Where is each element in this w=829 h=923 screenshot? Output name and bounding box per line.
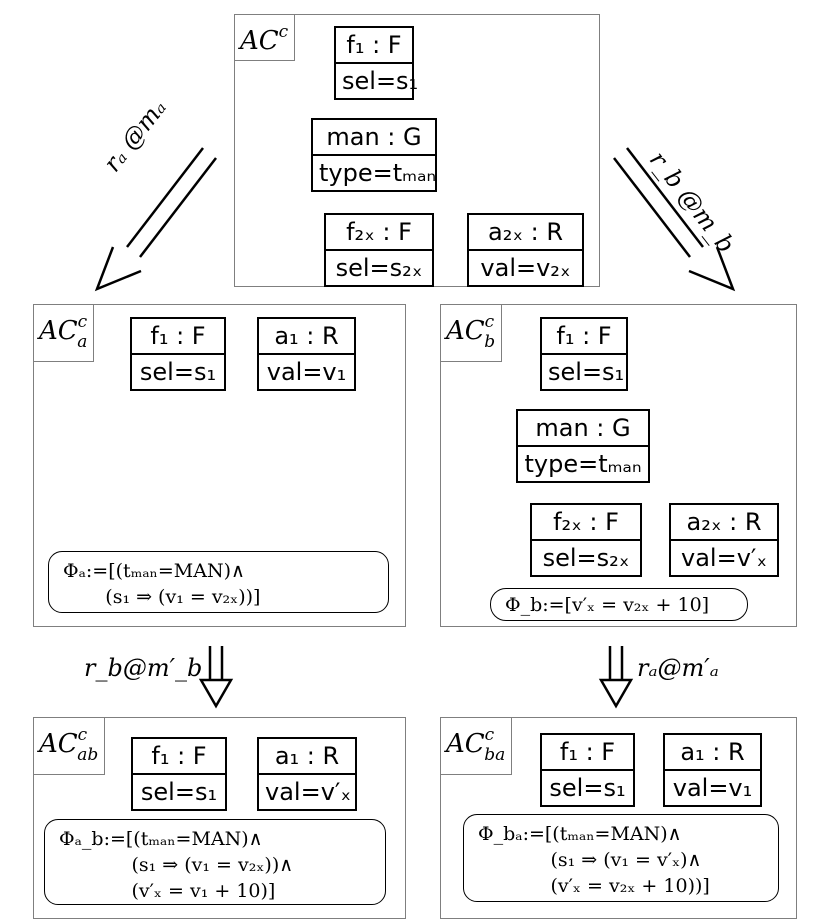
- panel-title: ACc: [235, 15, 296, 61]
- node-header: f₁ : F: [542, 735, 633, 771]
- label-ra-ma: rₐ @mₐ: [98, 93, 172, 178]
- rule-arrow-rb-mb-prime: [198, 646, 234, 709]
- panel-title: ACcb: [441, 305, 503, 362]
- node-attribute: val=v′ₓ: [681, 544, 767, 572]
- node-man-b: man : G type=tₘₐₙ: [516, 409, 650, 483]
- condition-phi-ab: Φₐ_b:=[(tₘₐₙ=MAN)∧ (s₁ ⇒ (v₁ = v₂ₓ))∧ (v…: [44, 819, 386, 905]
- node-attribute: val=v′ₓ: [265, 778, 351, 806]
- node-attribute: val=v₁: [672, 774, 753, 802]
- panel-title: ACcba: [441, 718, 513, 775]
- node-f1-ab: f₁ : F sel=s₁: [131, 737, 227, 811]
- node-header: f₂ₓ : F: [532, 505, 640, 541]
- node-f1-a: f₁ : F sel=s₁: [130, 317, 226, 391]
- node-a1-a: a₁ : R val=v₁: [257, 317, 356, 391]
- node-header: a₂ₓ : R: [469, 215, 582, 251]
- condition-phi-ba: Φ_bₐ:=[(tₘₐₙ=MAN)∧ (s₁ ⇒ (v₁ = v′ₓ)∧ (v′…: [463, 814, 779, 902]
- node-header: a₁ : R: [259, 739, 355, 775]
- panel-title: ACcab: [34, 718, 106, 775]
- node-f2x-b: f₂ₓ : F sel=s₂ₓ: [530, 503, 642, 577]
- node-man-top: man : G type=tₘₐₙ: [311, 118, 437, 192]
- node-header: a₂ₓ : R: [671, 505, 777, 541]
- node-a1-ba: a₁ : R val=v₁: [663, 733, 762, 807]
- node-attribute: sel=s₂ₓ: [542, 544, 630, 572]
- node-header: a₁ : R: [259, 319, 354, 355]
- node-header: f₂ₓ : F: [326, 215, 432, 251]
- node-header: a₁ : R: [665, 735, 760, 771]
- label-rb-mb-prime: r_b@m′_b: [84, 654, 203, 682]
- node-attribute: sel=s₁: [140, 778, 218, 806]
- panel-title: ACca: [34, 305, 95, 362]
- node-attribute: sel=s₁: [548, 358, 625, 386]
- node-attribute: sel=s₁: [549, 774, 626, 802]
- node-header: man : G: [313, 120, 435, 156]
- node-f1-ba: f₁ : F sel=s₁: [540, 733, 635, 807]
- node-a1-ab: a₁ : R val=v′ₓ: [257, 737, 357, 811]
- node-f1-b: f₁ : F sel=s₁: [540, 317, 628, 391]
- node-header: f₁ : F: [132, 319, 224, 355]
- rule-arrow-ra-ma-prime: [598, 646, 634, 709]
- node-header: f₁ : F: [336, 28, 412, 64]
- node-header: f₁ : F: [133, 739, 225, 775]
- label-ra-ma-prime: rₐ@m′ₐ: [637, 654, 719, 682]
- node-attribute: type=tₘₐₙ: [524, 450, 642, 478]
- node-a2x-top: a₂ₓ : R val=v₂ₓ: [467, 213, 584, 287]
- node-f1-top: f₁ : F sel=s₁: [334, 26, 419, 100]
- condition-phi-b: Φ_b:=[v′ₓ = v₂ₓ + 10]: [490, 588, 748, 621]
- node-attribute: sel=s₁: [342, 67, 419, 95]
- condition-phi-a: Φₐ:=[(tₘₐₙ=MAN)∧ (s₁ ⇒ (v₁ = v₂ₓ))]: [48, 551, 389, 613]
- label-rb-mb: r_b @m_b: [643, 146, 741, 259]
- node-attribute: type=tₘₐₙ: [319, 159, 437, 187]
- node-attribute: sel=s₁: [139, 358, 217, 386]
- node-header: f₁ : F: [542, 319, 626, 355]
- node-a2x-b: a₂ₓ : R val=v′ₓ: [669, 503, 779, 577]
- node-header: man : G: [518, 411, 648, 447]
- node-attribute: sel=s₂ₓ: [335, 254, 423, 282]
- node-f2x-top: f₂ₓ : F sel=s₂ₓ: [324, 213, 434, 287]
- node-attribute: val=v₂ₓ: [480, 254, 571, 282]
- node-attribute: val=v₁: [266, 358, 347, 386]
